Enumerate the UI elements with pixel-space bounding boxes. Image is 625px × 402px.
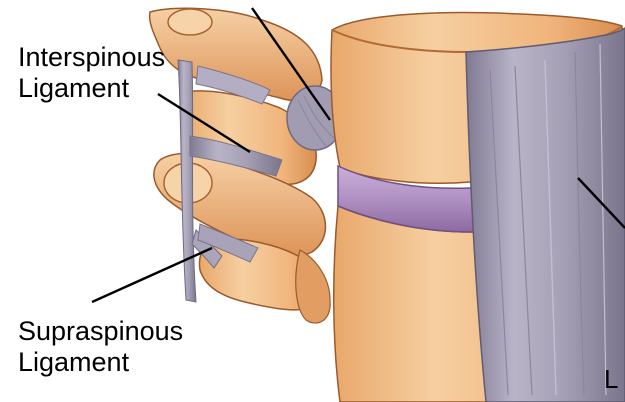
interspinous-label-line1: Interspinous: [18, 42, 165, 73]
interspinous-ligament-label: Interspinous Ligament: [18, 42, 165, 104]
upper-process-tip: [168, 9, 212, 35]
corner-letter-label: L: [604, 364, 618, 395]
anterior-longitudinal-ligament: [466, 28, 625, 402]
supraspinous-label-line1: Supraspinous: [18, 316, 183, 347]
interspinous-label-line2: Ligament: [18, 73, 165, 104]
supraspinous-label-line2: Ligament: [18, 347, 183, 378]
supraspinous-ligament-label: Supraspinous Ligament: [18, 316, 183, 378]
